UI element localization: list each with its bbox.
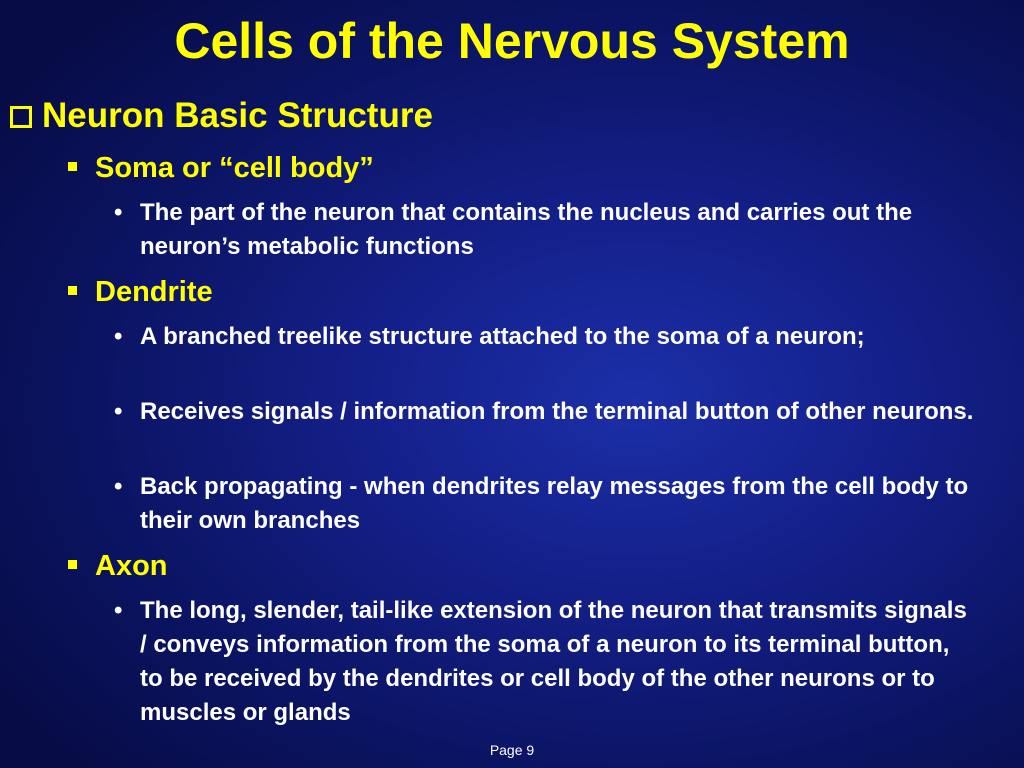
bullet-text: The long, slender, tail-like extension o… [140, 597, 967, 726]
bullet-item: • Back propagating - when dendrites rela… [114, 470, 974, 538]
square-bullet-icon [68, 161, 77, 171]
subsection-dendrite: Dendrite [68, 275, 213, 309]
bullet-text: Back propagating - when dendrites relay … [140, 473, 969, 534]
square-bullet-icon [68, 559, 77, 569]
bullet-text: A branched treelike structure attached t… [140, 323, 865, 350]
bullet-item: • Receives signals / information from th… [114, 395, 974, 429]
subsection-label: Dendrite [95, 276, 213, 308]
subsection-axon: Axon [68, 549, 168, 583]
page-number: Page 9 [489, 742, 535, 758]
slide-title: Cells of the Nervous System [174, 13, 850, 69]
bullet-dot-icon: • [114, 473, 123, 500]
subsection-label: Axon [95, 550, 168, 582]
bullet-text: Receives signals / information from the … [140, 398, 974, 425]
bullet-dot-icon: • [114, 597, 123, 624]
section-heading-text: Neuron Basic Structure [42, 96, 433, 135]
section-heading: Neuron Basic Structure [10, 96, 433, 136]
checkbox-bullet-icon [10, 106, 32, 128]
bullet-item: • The part of the neuron that contains t… [114, 196, 974, 264]
bullet-item: • A branched treelike structure attached… [114, 320, 974, 354]
bullet-dot-icon: • [114, 398, 123, 425]
bullet-dot-icon: • [114, 323, 123, 350]
bullet-text: The part of the neuron that contains the… [140, 199, 913, 260]
subsection-soma: Soma or “cell body” [68, 151, 374, 185]
square-bullet-icon [68, 285, 77, 295]
bullet-item: • The long, slender, tail-like extension… [114, 594, 974, 730]
bullet-dot-icon: • [114, 199, 123, 226]
subsection-label: Soma or “cell body” [95, 152, 374, 184]
